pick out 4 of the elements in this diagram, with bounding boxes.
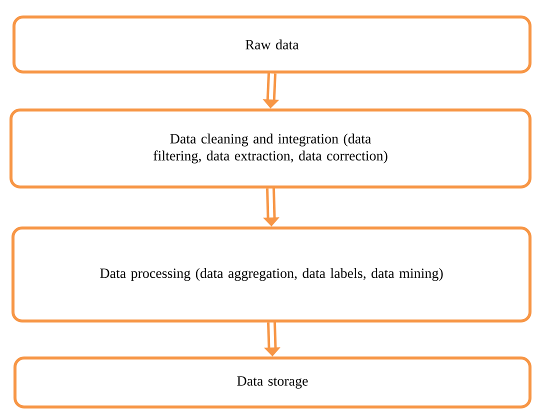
process-box: Raw data xyxy=(12,16,532,74)
process-box: Data storage xyxy=(14,356,532,408)
process-box: Data processing (data aggregation, data labels, data mining) xyxy=(12,226,532,322)
process-box: Data cleaning and integration (data filtering, data extraction, data correction) xyxy=(10,108,532,188)
